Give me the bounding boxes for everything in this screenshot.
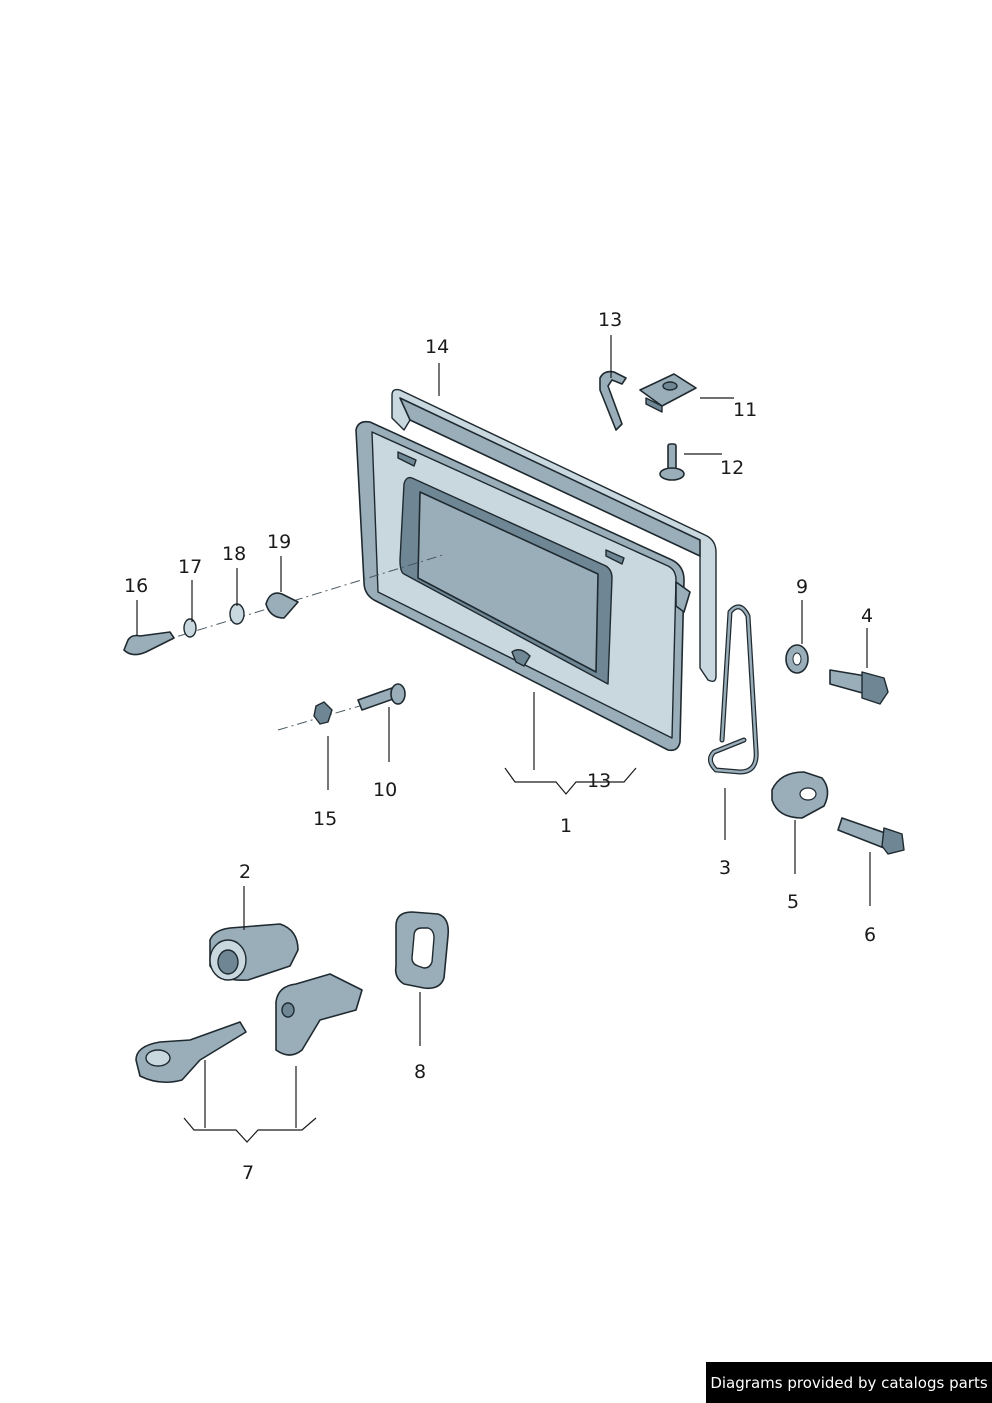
label-3: 3: [719, 857, 731, 879]
part-6-bolt: [837, 817, 905, 855]
label-16: 16: [124, 575, 148, 597]
part-10-15-bolt: [277, 683, 406, 731]
label-1: 1: [560, 815, 572, 837]
label-2: 2: [239, 861, 251, 883]
label-13-top: 13: [598, 309, 622, 331]
part-3-hook: [708, 604, 759, 775]
credit-text: Diagrams provided by catalogs parts: [710, 1373, 988, 1392]
leader-lines: [136, 335, 871, 1143]
label-8: 8: [414, 1061, 426, 1083]
part-4-stud-bolt: [829, 669, 889, 705]
part-13-pin: [599, 370, 627, 431]
label-6: 6: [864, 924, 876, 946]
label-15: 15: [313, 808, 337, 830]
part-1-lid: [355, 420, 691, 752]
label-11: 11: [733, 399, 757, 421]
label-18: 18: [222, 543, 246, 565]
label-12: 12: [720, 457, 744, 479]
label-14: 14: [425, 336, 449, 358]
label-17: 17: [178, 556, 202, 578]
part-12-screw: [659, 443, 685, 481]
part-5-bushing: [771, 771, 829, 819]
label-10: 10: [373, 779, 397, 801]
label-4: 4: [861, 605, 873, 627]
label-19: 19: [267, 531, 291, 553]
part-9-washer: [785, 644, 809, 674]
part-14-seal-frame: [391, 388, 717, 683]
part-7-key-and-lock: [135, 973, 363, 1084]
label-5: 5: [787, 891, 799, 913]
part-2-lock-housing: [209, 923, 299, 982]
label-13-bottom: 13: [587, 770, 611, 792]
part-8-grommet: [394, 911, 450, 990]
part-11-clip-nut: [639, 373, 697, 413]
label-7: 7: [242, 1162, 254, 1184]
credit-footer: Diagrams provided by catalogs parts: [706, 1362, 992, 1403]
callout-labels: 14 13 11 12 16 17 18 19 9 4 10 15 13 1 3…: [124, 309, 876, 1184]
label-9: 9: [796, 576, 808, 598]
